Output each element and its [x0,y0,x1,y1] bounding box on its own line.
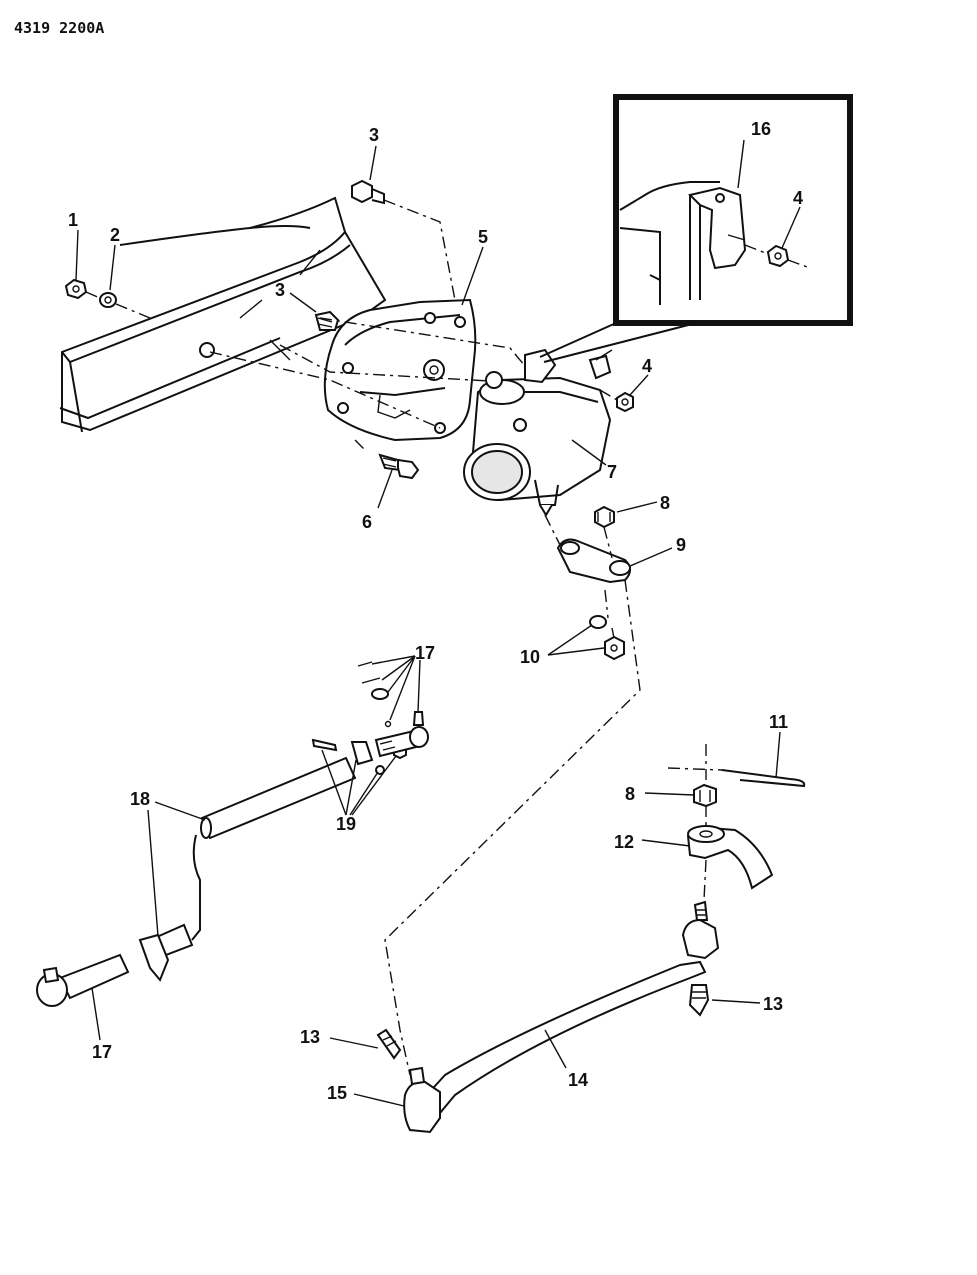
callout-14: 14 [544,1029,588,1090]
axis-line [354,439,366,451]
svg-text:16: 16 [751,119,771,139]
svg-text:3: 3 [369,125,379,145]
svg-text:17: 17 [415,643,435,663]
tie-rod-end-17-lower [36,953,130,1007]
washer-2 [99,292,117,308]
hex-nut-1 [64,278,88,300]
callout-13-right: 13 [711,994,783,1014]
axis-line [384,579,641,1076]
callout-17-upper: 17 [371,643,435,721]
svg-text:8: 8 [625,784,635,804]
svg-text:9: 9 [676,535,686,555]
axis-line [599,389,618,401]
axis-line [319,317,531,373]
callout-4-inset: 4 [781,188,803,249]
inset-pointer-line [543,321,701,363]
axis-line [544,514,561,546]
callout-3-upper: 3 [369,125,379,181]
callout-17-lower: 17 [91,987,112,1062]
relay-rod [403,900,720,1134]
axis-line [383,199,456,301]
svg-text:5: 5 [478,227,488,247]
svg-text:13: 13 [300,1027,320,1047]
bolt-6 [378,453,420,480]
callout-19: 19 [321,749,397,834]
svg-text:8: 8 [660,493,670,513]
axis-line [279,344,561,386]
tie-rod-sleeve [138,756,357,982]
callout-18: 18 [130,789,206,937]
callout-16: 16 [737,119,771,189]
cotter-pin-11 [721,769,806,788]
callout-10: 10 [520,624,605,667]
svg-text:6: 6 [362,512,372,532]
svg-text:1: 1 [68,210,78,230]
cotter-pins-17 [357,661,392,728]
lockwasher-10 [589,615,607,629]
bolt-3-upper [351,179,385,205]
svg-text:18: 18 [130,789,150,809]
callout-12: 12 [614,832,691,852]
idler-arm [686,825,774,890]
pitman-arm [556,505,631,584]
svg-text:4: 4 [642,356,652,376]
callout-1: 1 [68,210,79,281]
callout-8-lower: 8 [625,784,695,804]
svg-text:10: 10 [520,647,540,667]
stud-13-right [688,984,710,1017]
callout-13-left: 13 [300,1027,379,1049]
callout-2: 2 [109,225,120,291]
callout-5: 5 [461,227,488,306]
bolt-3-lower [314,310,340,331]
svg-text:3: 3 [275,280,285,300]
gear-mounting-bracket [323,298,477,442]
stud-13-left [376,1028,402,1060]
callout-11: 11 [769,712,788,779]
castle-nut-8-lower [693,783,717,808]
axis-line [667,767,723,771]
nut-10 [604,635,625,661]
axis-line [603,526,613,559]
svg-text:2: 2 [110,225,120,245]
steering-gear [463,348,613,517]
inset-detail-box [613,94,853,326]
svg-text:4: 4 [793,188,803,208]
axis-line [604,589,615,639]
callout-8-upper: 8 [616,493,670,513]
inset-pointer-line [539,322,617,358]
frame-rail [59,196,387,433]
callout-6: 6 [362,469,393,532]
svg-text:13: 13 [763,994,783,1014]
svg-text:12: 12 [614,832,634,852]
axis-line [703,805,707,901]
axis-line [209,351,441,429]
callout-3-lower: 3 [275,280,317,313]
callout-7: 7 [571,439,617,482]
callout-15: 15 [327,1083,405,1107]
tie-rod-end-17-upper [374,711,429,758]
svg-text:7: 7 [607,462,617,482]
svg-text:19: 19 [336,814,356,834]
axis-line [85,291,151,319]
hex-nut-4 [616,391,634,413]
callout-4-right: 4 [629,356,652,396]
svg-text:17: 17 [92,1042,112,1062]
callout-9: 9 [629,535,686,567]
drawing-code: 4319 2200A [14,19,104,37]
svg-text:15: 15 [327,1083,347,1103]
svg-text:14: 14 [568,1070,588,1090]
svg-text:11: 11 [769,712,788,732]
